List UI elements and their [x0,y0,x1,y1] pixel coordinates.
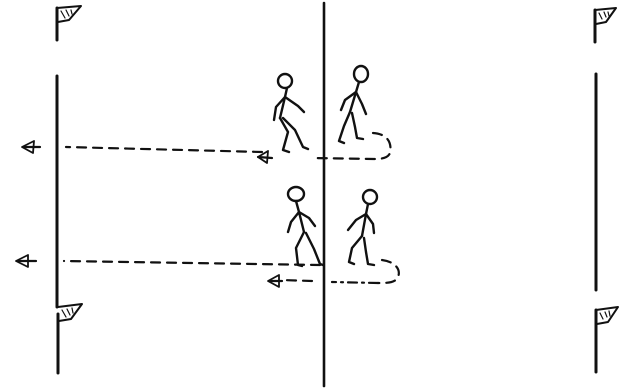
right-boundary-line [593,8,598,374]
flag-icon [594,7,617,25]
arrow-left-icon [21,140,42,154]
dashed-path-upper [64,131,392,161]
flag-icon [595,306,619,325]
flag-icon [57,303,83,322]
arrow-left-icon [267,274,284,288]
left-boundary-line [55,6,60,375]
arrow-left-icon [256,150,274,164]
walking-figure [286,185,325,268]
walking-figure [346,188,379,267]
flag-icon [56,5,82,23]
walking-figure [272,72,310,154]
arrow-left-icon [15,254,38,268]
walking-figure [337,64,370,145]
dashed-path-lower [62,258,400,285]
